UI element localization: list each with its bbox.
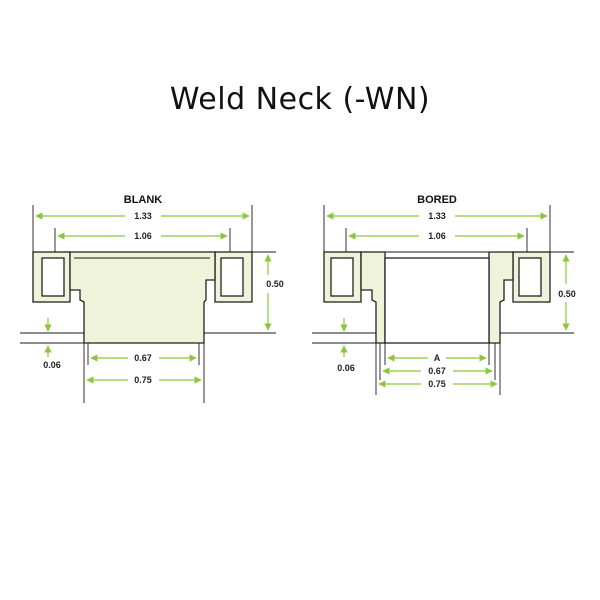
dim-neck-inner-label: 0.67 bbox=[134, 353, 152, 363]
dim-step-label: 0.06 bbox=[337, 363, 355, 373]
bolt-hole-left bbox=[41, 257, 65, 297]
dim-bore-label: A bbox=[434, 353, 441, 363]
bored-heading: BORED bbox=[417, 194, 457, 206]
dim-neck-inner-label: 0.67 bbox=[428, 366, 446, 376]
blank-body bbox=[69, 251, 216, 344]
dim-step-label: 0.06 bbox=[43, 360, 61, 370]
dim-neck-outer-label: 0.75 bbox=[428, 379, 446, 389]
dim-height-label: 0.50 bbox=[558, 289, 576, 299]
bolt-hole-left bbox=[330, 257, 354, 297]
bolt-hole-right bbox=[518, 257, 542, 297]
blank-heading: BLANK bbox=[124, 194, 163, 206]
bore-opening bbox=[384, 257, 490, 344]
dim-outer-label: 1.33 bbox=[134, 211, 152, 221]
dim-inner-label: 1.06 bbox=[134, 231, 152, 241]
dim-height-label: 0.50 bbox=[266, 279, 284, 289]
bored-view: BORED 1.33 1.06 0.50 bbox=[312, 194, 576, 395]
bolt-hole-right bbox=[220, 257, 244, 297]
dim-outer-label: 1.33 bbox=[428, 211, 446, 221]
blank-view: BLANK 1.33 1.06 0.50 0.06 bbox=[20, 194, 284, 403]
dim-inner-label: 1.06 bbox=[428, 231, 446, 241]
dim-neck-outer-label: 0.75 bbox=[134, 375, 152, 385]
bored-wall-left bbox=[360, 251, 386, 344]
page-title: Weld Neck (-WN) bbox=[169, 82, 431, 117]
bored-wall-right bbox=[488, 251, 514, 344]
